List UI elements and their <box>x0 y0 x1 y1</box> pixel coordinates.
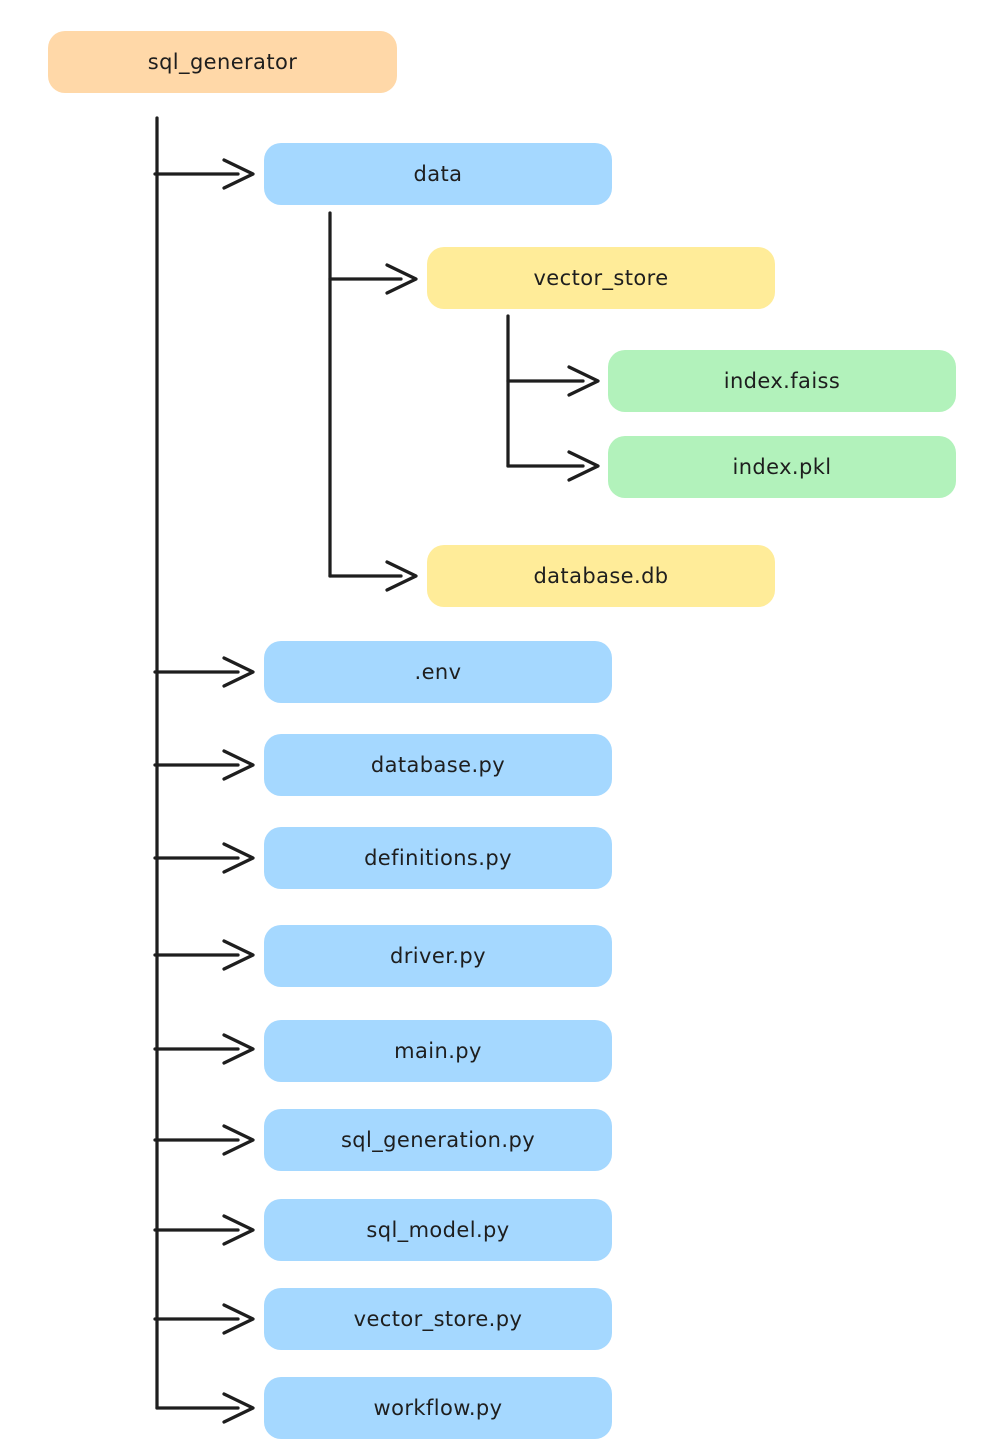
node-database-db: database.db <box>427 545 775 607</box>
arrow-index-pkl <box>506 450 600 482</box>
arrow-definitions-py <box>153 842 255 874</box>
arrow-index-faiss <box>506 365 600 397</box>
arrow-workflow-py <box>155 1392 255 1424</box>
arrow-vector-store <box>328 263 418 295</box>
arrow-sql-generation-py <box>153 1124 255 1156</box>
arrow-database-py <box>153 749 255 781</box>
arrow-sql-model-py <box>153 1214 255 1246</box>
node-driver-py: driver.py <box>264 925 612 987</box>
node-env: .env <box>264 641 612 703</box>
arrow-vector-store-py <box>153 1303 255 1335</box>
node-definitions-py: definitions.py <box>264 827 612 889</box>
arrow-database-db <box>328 560 418 592</box>
node-vector-store-py: vector_store.py <box>264 1288 612 1350</box>
node-vector-store: vector_store <box>427 247 775 309</box>
node-index-faiss: index.faiss <box>608 350 956 412</box>
node-main-py: main.py <box>264 1020 612 1082</box>
node-sql-generator: sql_generator <box>48 31 397 93</box>
arrow-main-py <box>153 1033 255 1065</box>
node-database-py: database.py <box>264 734 612 796</box>
arrow-data <box>153 158 255 190</box>
node-index-pkl: index.pkl <box>608 436 956 498</box>
node-sql-generation-py: sql_generation.py <box>264 1109 612 1171</box>
node-sql-model-py: sql_model.py <box>264 1199 612 1261</box>
node-data: data <box>264 143 612 205</box>
arrow-driver-py <box>153 939 255 971</box>
arrow-env <box>153 656 255 688</box>
node-workflow-py: workflow.py <box>264 1377 612 1439</box>
